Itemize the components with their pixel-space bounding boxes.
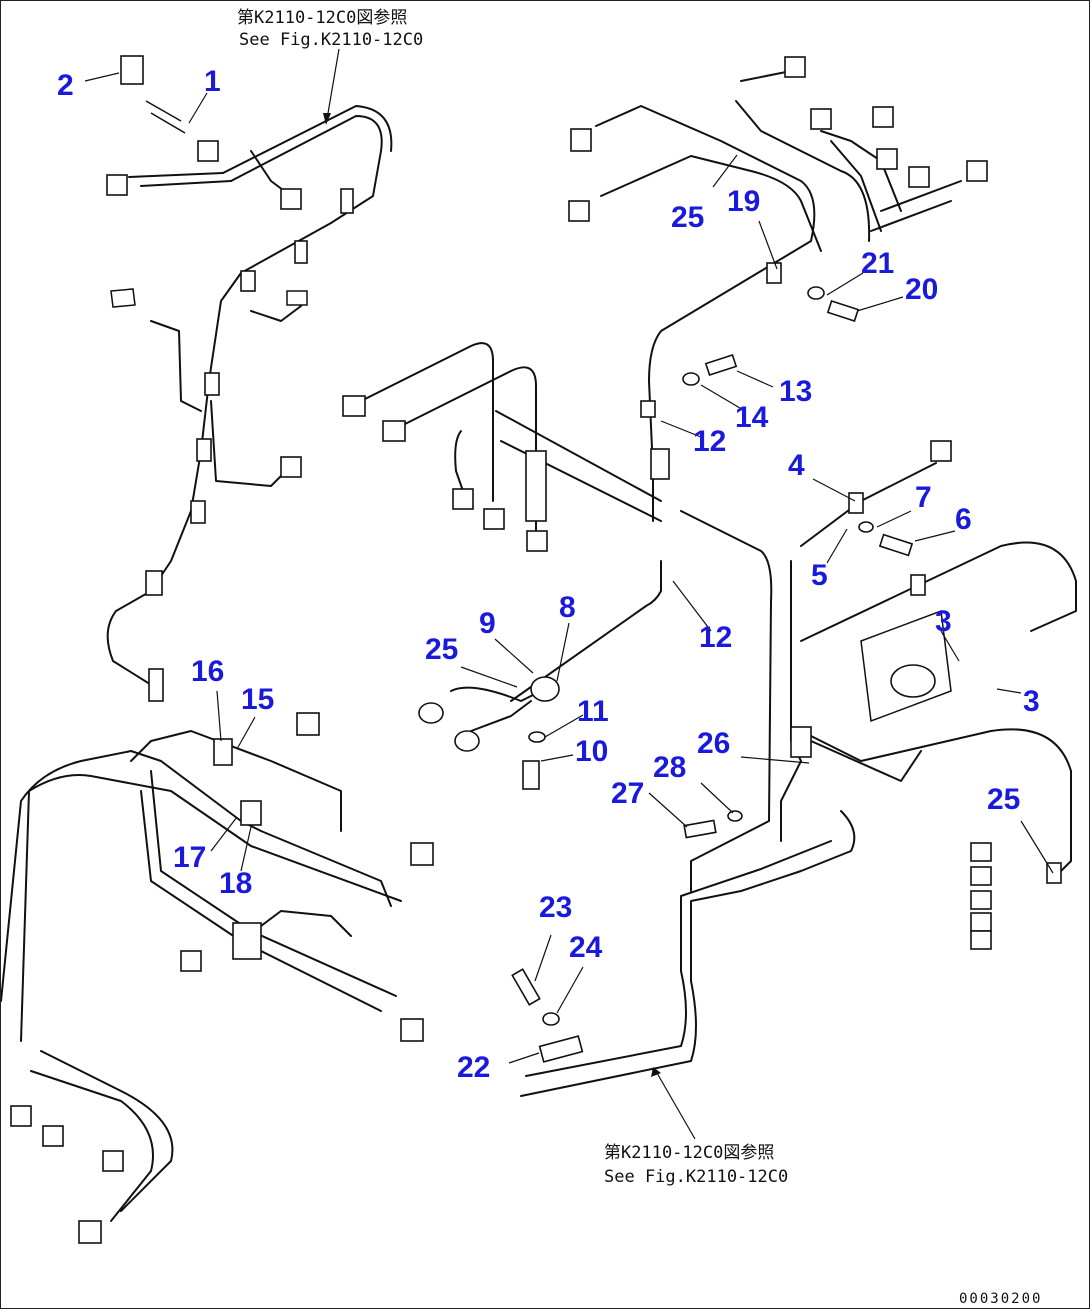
reference-top-arrow — [323, 113, 331, 125]
callout-11[interactable]: 11 — [577, 695, 609, 728]
callouts: 1 2 3 3 4 5 6 7 8 9 10 11 12 12 13 14 15… — [57, 65, 1040, 1084]
callout-12-lower[interactable]: 12 — [699, 621, 732, 654]
callout-18[interactable]: 18 — [219, 867, 252, 900]
callout-13[interactable]: 13 — [779, 375, 812, 408]
callout-19[interactable]: 19 — [727, 185, 760, 218]
drawing-number: 00030200 — [959, 1291, 1042, 1307]
callout-8[interactable]: 8 — [559, 591, 576, 624]
hardware-top-right — [682, 286, 914, 557]
callout-27[interactable]: 27 — [611, 777, 644, 810]
callout-21[interactable]: 21 — [861, 247, 894, 280]
reference-top-line2: See Fig.K2110-12C0 — [239, 30, 423, 50]
callout-7[interactable]: 7 — [915, 481, 932, 514]
reference-top-leader — [326, 48, 340, 120]
lower-main-loom — [1, 712, 856, 1244]
callout-2[interactable]: 2 — [57, 69, 74, 102]
callout-26[interactable]: 26 — [697, 727, 730, 760]
hardware-bottom-center — [511, 810, 743, 1063]
callout-25-right[interactable]: 25 — [987, 783, 1020, 816]
right-harness — [510, 440, 1077, 950]
upper-right-harness — [568, 56, 988, 522]
relay-bracket — [860, 609, 952, 723]
callout-3-lower[interactable]: 3 — [1023, 685, 1040, 718]
callout-17[interactable]: 17 — [173, 841, 206, 874]
reference-bottom-leader — [656, 1072, 696, 1140]
center-harness — [342, 342, 662, 552]
reference-bottom-line1: 第K2110-12C0図参照 — [604, 1143, 774, 1163]
callout-25-top[interactable]: 25 — [671, 201, 704, 234]
callout-16[interactable]: 16 — [191, 655, 224, 688]
center-connector-area — [418, 676, 560, 790]
callout-5[interactable]: 5 — [811, 559, 828, 592]
callout-22[interactable]: 22 — [457, 1051, 490, 1084]
callout-28[interactable]: 28 — [653, 751, 686, 784]
callout-3-upper[interactable]: 3 — [935, 605, 952, 638]
callout-4[interactable]: 4 — [788, 449, 805, 482]
callout-14[interactable]: 14 — [735, 401, 769, 434]
relay-2 — [120, 55, 144, 85]
callout-20[interactable]: 20 — [905, 273, 938, 306]
callout-10[interactable]: 10 — [575, 735, 608, 768]
callout-12-upper[interactable]: 12 — [693, 425, 726, 458]
callout-6[interactable]: 6 — [955, 503, 972, 536]
callout-leaders — [84, 72, 1054, 1064]
reference-bottom-line2: See Fig.K2110-12C0 — [604, 1167, 788, 1187]
callout-1[interactable]: 1 — [204, 65, 221, 98]
reference-top-line1: 第K2110-12C0図参照 — [237, 8, 407, 28]
callout-9[interactable]: 9 — [479, 607, 496, 640]
callout-24[interactable]: 24 — [569, 931, 603, 964]
callout-23[interactable]: 23 — [539, 891, 572, 924]
callout-15[interactable]: 15 — [241, 683, 274, 716]
upper-left-harness — [106, 55, 393, 702]
callout-25-center[interactable]: 25 — [425, 633, 458, 666]
